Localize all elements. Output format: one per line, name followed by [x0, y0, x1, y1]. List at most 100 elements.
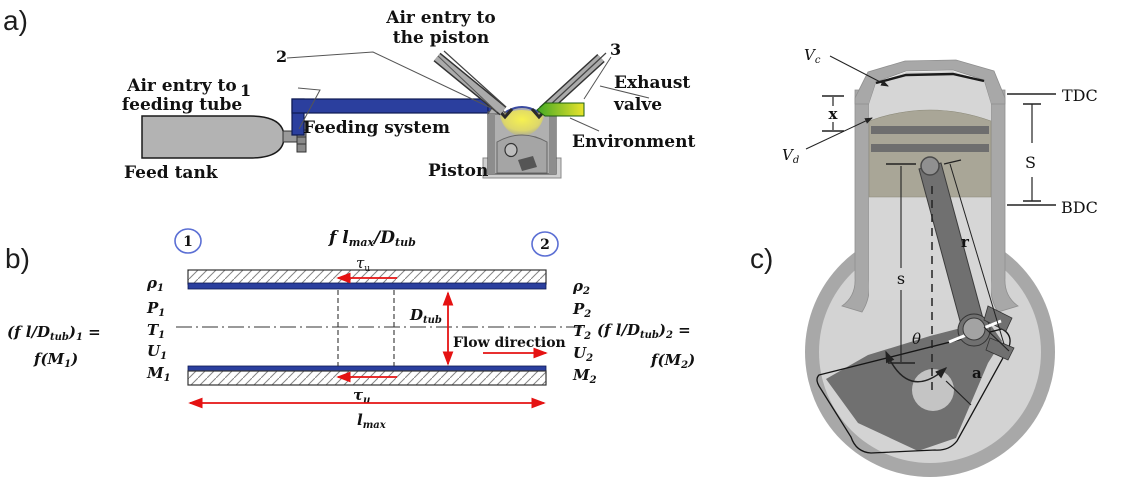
panel-c-piston-crank: c)	[750, 46, 1098, 477]
stroke-S-label: S	[1025, 153, 1036, 172]
friction-formula-1b: f(M1)	[33, 350, 78, 370]
marker-2: 2	[276, 47, 287, 66]
tau-top-sym: τ	[356, 254, 365, 272]
feed-tank-label: Feed tank	[124, 163, 219, 183]
panel-b-tube-flow: b) 1 2 f lmax/Dtub τu τu Dtub Flow direc…	[5, 228, 695, 431]
stack-u1: U1	[147, 342, 167, 362]
marker3-leader	[583, 56, 612, 100]
feeding-system-label: Feeding system	[303, 118, 450, 138]
piston-slot	[518, 156, 537, 171]
air-entry-feeding-label-1: Air entry to	[126, 76, 237, 96]
exhaust-pipe	[536, 102, 585, 117]
cylinder-wall-right	[549, 114, 556, 174]
bdc-label: BDC	[1061, 198, 1098, 217]
exhaust-label-2: valve	[613, 95, 662, 115]
big-end-lug-upper	[983, 305, 1013, 332]
tau-bottom-sym: τ	[353, 386, 364, 404]
wrist-pin-c	[920, 156, 940, 176]
friction-formula-1: (f l/Dtub)1 =	[7, 323, 101, 343]
title-slash-d: /D	[372, 228, 395, 248]
big-end-lug-lower	[985, 337, 1015, 361]
stack-p2: P2	[572, 300, 591, 320]
exhaust-label-1: Exhaust	[614, 73, 690, 93]
air-entry-piston-leader	[437, 55, 498, 113]
stack-t1: T1	[147, 321, 165, 341]
tau-bottom-sub: u	[363, 395, 370, 406]
tau-top-sub: u	[364, 264, 370, 274]
pin-level-tick-right	[943, 159, 962, 165]
vd-label: Vd	[782, 146, 799, 166]
rotation-arrow	[885, 350, 948, 383]
bottom-wall-hatched	[187, 370, 547, 386]
l-max-label: lmax	[357, 411, 387, 431]
title-tub-sub: tub	[395, 236, 416, 249]
tau-u-top: τu	[356, 254, 370, 274]
marker1-leader	[297, 87, 321, 130]
flow-direction-label: Flow direction	[453, 335, 566, 351]
feed-tank-body	[141, 115, 285, 159]
title-fl: f l	[328, 228, 349, 248]
stack-t2: T2	[573, 322, 591, 342]
theta-label: θ	[912, 330, 921, 348]
d-tub-label: Dtub	[409, 306, 442, 326]
x-label: x	[829, 105, 839, 123]
marker-1: 1	[240, 81, 251, 100]
intake-needle	[443, 50, 507, 108]
feeding-pipe-horizontal	[291, 98, 489, 114]
rod-length-line	[949, 163, 1005, 345]
stack-u2: U2	[573, 344, 593, 364]
panel-b-label: b)	[5, 243, 30, 274]
piston-label: Piston	[428, 161, 488, 181]
exhaust-needle	[548, 52, 607, 107]
wrist-pin-hole	[504, 142, 518, 158]
crank-web-outline	[816, 328, 1011, 454]
environment-leader	[569, 117, 600, 132]
stack-p1: P1	[146, 299, 165, 319]
tdc-label: TDC	[1062, 86, 1098, 105]
station-1-number: 1	[183, 234, 193, 250]
d-tub-sym: D	[409, 306, 423, 324]
panel-a-label: a)	[3, 5, 28, 36]
title-max-sub: max	[349, 236, 375, 249]
station-2-number: 2	[540, 237, 550, 253]
friction-title: f lmax/Dtub	[328, 228, 416, 249]
station-1-circle	[174, 228, 202, 254]
exhaust-valve-leader	[599, 85, 650, 99]
vc-label: Vc	[804, 46, 821, 66]
l-max-sub: max	[363, 420, 387, 431]
air-entry-piston-label-1: Air entry to	[385, 8, 496, 28]
stack-rho1: ρ1	[146, 274, 164, 294]
top-wall-liner	[187, 282, 547, 290]
l-max-sym: l	[357, 411, 363, 429]
cylinder-head-shell	[854, 59, 1006, 105]
marker2-leader	[286, 51, 492, 109]
crankshaft-journal	[912, 369, 954, 411]
station-2-circle	[531, 231, 559, 257]
vd-leader	[805, 117, 873, 150]
piston-ring-1	[871, 126, 989, 134]
a-label: a	[972, 364, 982, 382]
a-tick-upper	[983, 326, 1010, 352]
a-tick-lower	[945, 380, 972, 406]
d-tub-sub: tub	[423, 315, 442, 326]
marker-3: 3	[610, 40, 621, 59]
r-label: r	[961, 233, 970, 251]
environment-label: Environment	[572, 132, 695, 152]
panel-a-feeding-schematic: a)	[3, 5, 695, 183]
vc-leader	[829, 55, 889, 87]
combustion-glow	[500, 110, 544, 137]
head-inner-edge	[875, 72, 985, 85]
stack-m1: M1	[146, 364, 171, 384]
crank-pin	[962, 317, 986, 341]
panel-c-label: c)	[750, 243, 773, 274]
friction-formula-2b: f(M2)	[650, 351, 695, 371]
piston-ring-2	[871, 144, 989, 152]
stack-m2: M2	[572, 366, 597, 386]
s-label: s	[897, 269, 905, 288]
friction-formula-2: (f l/Dtub)2 =	[597, 321, 691, 341]
stack-rho2: ρ2	[572, 277, 590, 297]
air-entry-feeding-label-2: feeding tube	[122, 95, 243, 115]
air-entry-piston-label-2: the piston	[393, 28, 489, 48]
